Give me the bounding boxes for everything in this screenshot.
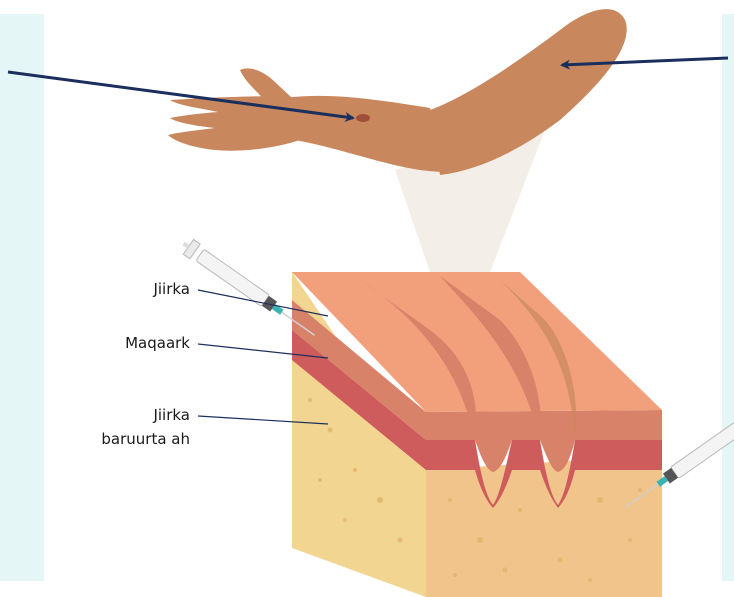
muscle-label: Maqaark <box>125 334 190 352</box>
skin-label: Jiirka <box>152 280 190 298</box>
skin-block-illustration <box>292 272 662 597</box>
arrow-to-forearm <box>8 72 353 118</box>
injection-site-marker <box>356 114 370 122</box>
subcutaneous-label-line1: Jiirka <box>152 406 190 424</box>
arm-illustration <box>168 9 627 175</box>
subcutaneous-label-line2: baruurta ah <box>101 430 190 448</box>
